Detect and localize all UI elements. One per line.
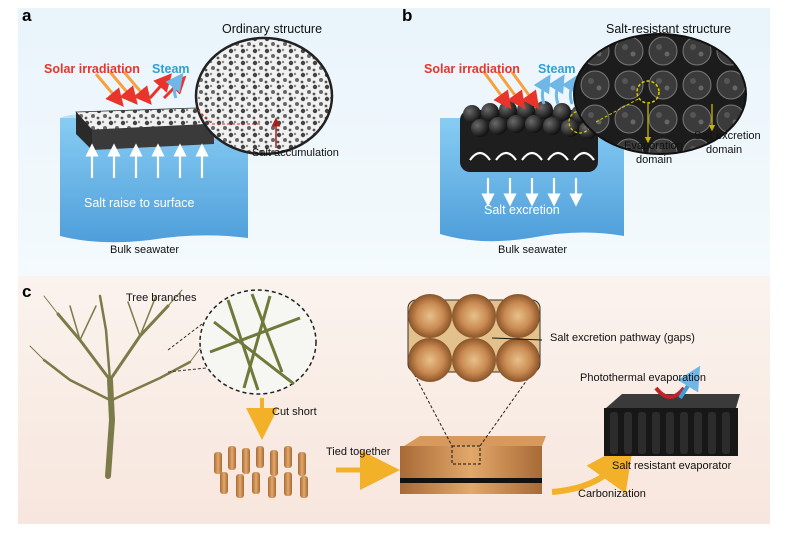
cut-short-label: Cut short bbox=[272, 406, 317, 418]
panel-b-evaporation-domain-line1: Evaporation bbox=[624, 140, 683, 152]
panel-b-steam-label: Steam bbox=[538, 62, 576, 76]
panel-b-zoom-ellipse bbox=[573, 33, 747, 155]
panel-a-zoom-ellipse bbox=[194, 36, 334, 156]
panel-b-letter: b bbox=[402, 6, 413, 25]
panel-b-salt-excretion-label: Salt excretion bbox=[484, 203, 560, 217]
tree-branches-label: Tree branches bbox=[126, 292, 197, 304]
panel-b-excretion-domain-line1: Salt excretion bbox=[694, 130, 761, 142]
carbonization-arrow bbox=[551, 440, 634, 495]
panel-b-evaporation-domain-line2: domain bbox=[636, 154, 673, 166]
panel-a-steam-arrows bbox=[165, 72, 184, 99]
photothermal-label: Photothermal evaporation bbox=[580, 372, 706, 384]
carbon-evaporator bbox=[604, 365, 740, 456]
pathway-label: Salt excretion pathway (gaps) bbox=[550, 332, 695, 344]
panel-a-bulk-seawater-label: Bulk seawater bbox=[110, 244, 180, 256]
panel-b-down-arrows bbox=[469, 151, 595, 207]
panel-b-title: Salt-resistant structure bbox=[606, 22, 732, 36]
tied-together-label: Tied together bbox=[326, 446, 391, 458]
panel-b-excretion-domain-line2: domain bbox=[706, 144, 743, 156]
short-sticks bbox=[214, 446, 308, 498]
wood-bundle bbox=[400, 369, 546, 494]
panel-a-porous-slab bbox=[75, 107, 215, 150]
panel-a-solar-arrows bbox=[94, 71, 187, 107]
panel-b-solar-arrows bbox=[482, 71, 540, 110]
panel-b-solar-label: Solar irradiation bbox=[424, 62, 520, 76]
panel-a-upward-arrows bbox=[85, 143, 209, 178]
panel-b-steam-arrows bbox=[533, 74, 579, 105]
tree-illustration bbox=[29, 289, 203, 479]
panel-a-letter: a bbox=[22, 6, 32, 25]
panel-c-letter: c bbox=[22, 282, 32, 301]
panel-a-salt-accumulation-label: Salt accumulation bbox=[252, 147, 339, 159]
panel-a-salt-raise-label: Salt raise to surface bbox=[84, 196, 195, 210]
branch-zoom-ellipse bbox=[167, 289, 317, 395]
panel-b-bulk-seawater-label: Bulk seawater bbox=[498, 244, 568, 256]
panel-a-title: Ordinary structure bbox=[222, 22, 323, 36]
panel-a-solar-label: Solar irradiation bbox=[44, 62, 140, 76]
carbonization-label: Carbonization bbox=[578, 488, 646, 500]
wood-rings-zoom bbox=[407, 294, 543, 382]
panel-a-steam-label: Steam bbox=[152, 62, 190, 76]
resistant-evaporator-label: Salt resistant evaporator bbox=[612, 460, 732, 472]
